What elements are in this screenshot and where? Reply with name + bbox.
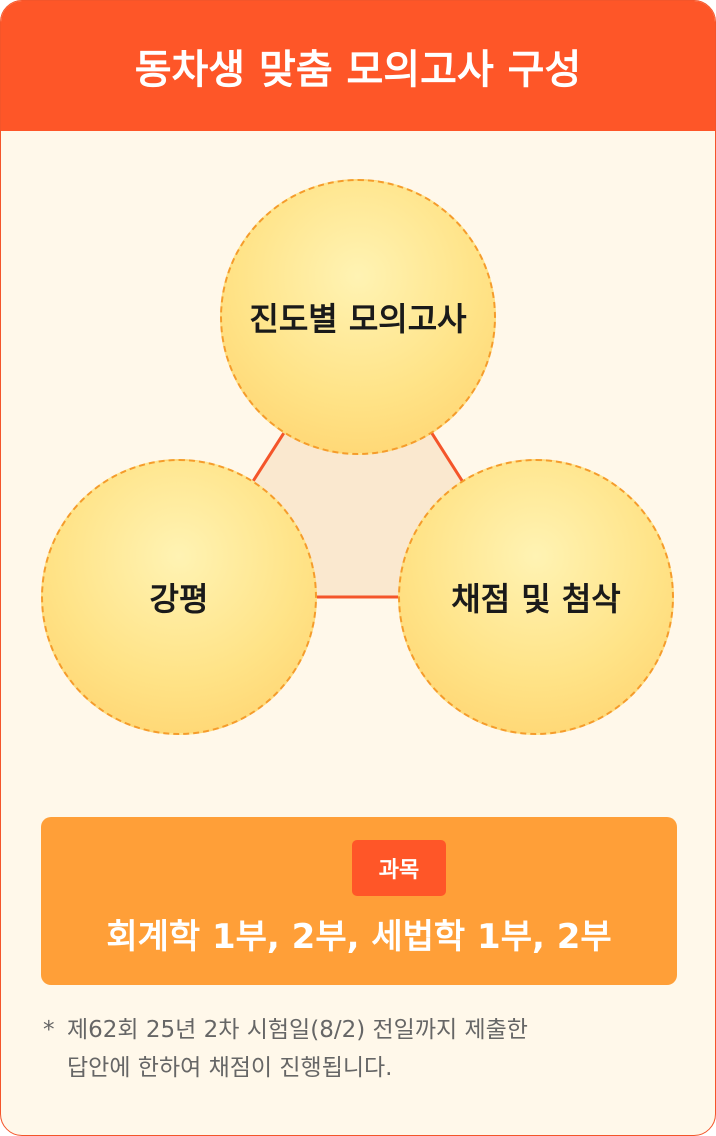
page-title: 동차생 맞춤 모의고사 구성 bbox=[134, 47, 582, 93]
circle-label: 강평 bbox=[149, 580, 209, 618]
footnote-marker: * bbox=[43, 1017, 55, 1043]
circle-label: 채점 및 첨삭 bbox=[451, 580, 621, 618]
subject-list: 회계학 1부, 2부, 세법학 1부, 2부 bbox=[106, 917, 612, 957]
subject-tag: 과목 bbox=[352, 840, 446, 896]
circle-label: 진도별 모의고사 bbox=[249, 300, 467, 338]
header-banner: 동차생 맞춤 모의고사 구성 bbox=[1, 1, 715, 131]
footnote-line-1: 제62회 25년 2차 시험일(8/2) 전일까지 제출한 bbox=[67, 1017, 528, 1043]
circle-grading-correction: 채점 및 첨삭 bbox=[398, 459, 674, 735]
footnote: * 제62회 25년 2차 시험일(8/2) 전일까지 제출한 답안에 한하여 … bbox=[43, 1011, 673, 1087]
footnote-line-2: 답안에 한하여 채점이 진행됩니다. bbox=[67, 1055, 393, 1081]
circle-review: 강평 bbox=[41, 459, 317, 735]
circle-progress-mock-exam: 진도별 모의고사 bbox=[220, 179, 496, 455]
subject-box: 과목 회계학 1부, 2부, 세법학 1부, 2부 bbox=[41, 817, 677, 985]
